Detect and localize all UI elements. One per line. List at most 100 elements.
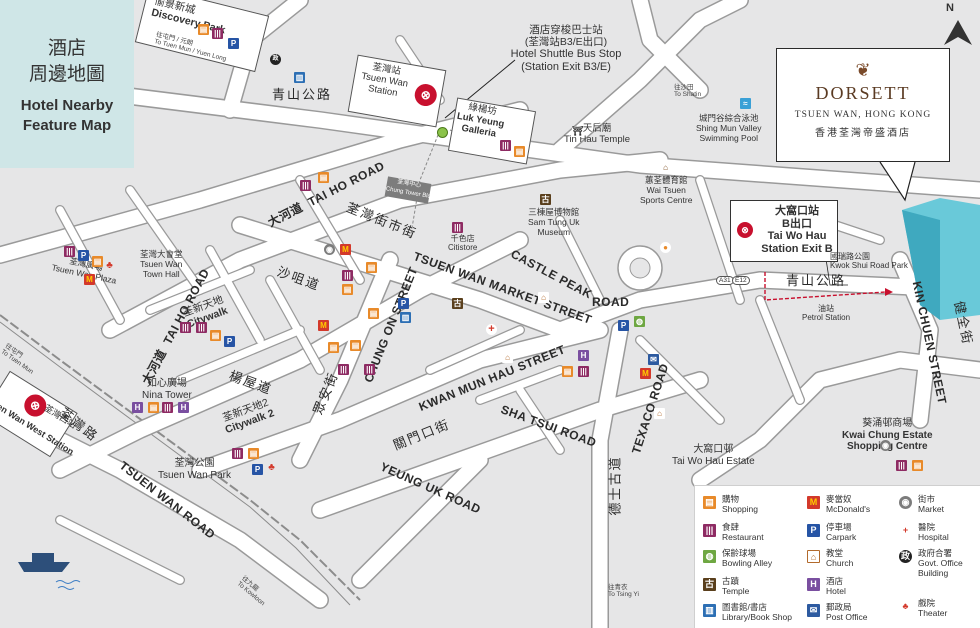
legend-label-en: Library/Book Shop — [722, 612, 792, 622]
direction-to-shatin: 往沙田 To Shatin — [674, 84, 701, 99]
town-hall-label: 荃灣大會堂 Tsuen Wan Town Hall — [140, 249, 183, 279]
theater-icon: ♣ — [268, 462, 275, 473]
legend-label-zh: 戲院 — [918, 598, 936, 608]
hotel-icon: H — [132, 402, 143, 413]
carpark-icon: P — [224, 336, 235, 347]
hospital-icon: + — [899, 524, 912, 537]
twh-estate-en: Tai Wo Hau Estate — [672, 455, 755, 467]
kwai-chung-en1: Kwai Chung Estate — [842, 429, 933, 441]
market-icon: ◉ — [880, 440, 891, 451]
carpark-icon: P — [252, 464, 263, 475]
luk-yeung-text: 綠楊坊 Luk Yeung Galleria — [454, 101, 507, 142]
direction-to-tsing-yi: 往青衣 To Tsing Yi — [608, 584, 639, 599]
mcdonalds-icon: M — [318, 320, 329, 331]
museum-icon: 古 — [540, 194, 551, 205]
shuttle-stop-callout: 酒店穿梭巴士站 (荃灣站B3/E出口) Hotel Shuttle Bus St… — [498, 24, 634, 73]
shuttle-en-line1: Hotel Shuttle Bus Stop — [510, 48, 622, 61]
park-en: Tsuen Wan Park — [158, 469, 231, 481]
wai-tsuen-en2: Sports Centre — [640, 194, 693, 205]
bowling-alley-icon: ◍ — [703, 550, 716, 563]
map-title-box: 酒店 周邊地圖 Hotel Nearby Feature Map — [0, 0, 134, 168]
mcdonalds-icon: M — [640, 368, 651, 379]
legend-label-en: Theater — [918, 608, 948, 618]
park-zh: 荃灣公園 — [174, 458, 215, 469]
shopping-icon: ▤ — [703, 496, 716, 509]
north-arrow-shape — [944, 20, 972, 45]
legend-label-zh: 街市 — [918, 494, 936, 504]
sports-centre-icon: ⌂ — [660, 162, 671, 173]
title-en: Hotel Nearby Feature Map — [0, 96, 134, 136]
temple-icon: 古 — [703, 578, 716, 591]
title-zh: 酒店 周邊地圖 — [0, 36, 134, 88]
kwok-shui-road-park: 國瑞路公園 Kwok Shui Road Park — [830, 252, 908, 270]
shuttle-zh-line2: (荃灣站B3/E出口) — [524, 36, 608, 49]
legend-label-en: Church — [826, 558, 854, 568]
hotel-brand: DORSETT — [815, 83, 911, 103]
mtr-logo-icon: ⊗ — [412, 82, 439, 108]
petrol-zh: 油站 — [818, 304, 835, 313]
to-shatin-zh: 往沙田 — [674, 84, 694, 91]
shing-mun-zh: 城門谷綜合泳池 — [699, 113, 759, 123]
road-label-road: ROAD — [592, 295, 630, 309]
mtr-logo-icon: ⊗ — [737, 222, 753, 238]
shing-mun-en2: Swimming Pool — [699, 132, 759, 143]
restaurant-icon: ||| — [180, 322, 191, 333]
shing-mun-en1: Shing Mun Valley — [696, 122, 762, 133]
shopping-icon: ▤ — [350, 340, 361, 351]
hotel-icon: H — [578, 350, 589, 361]
shopping-icon: ▤ — [514, 146, 525, 157]
sam-tung-en2: Museum — [537, 226, 571, 237]
twh-zh-line2: B出口 — [782, 217, 812, 230]
post-office-icon: ✉ — [807, 604, 820, 617]
tin-hau-en: Tin Hau Temple — [564, 133, 631, 145]
petrol-station-label: 油站 Petrol Station — [802, 304, 850, 322]
wai-tsuen-en: Wai Tsuen — [646, 184, 686, 195]
restaurant-icon: ||| — [300, 180, 311, 191]
wai-tsuen-sports-label: 蕙荃體育館 Wai Tsuen Sports Centre — [640, 175, 693, 205]
library-icon: ▥ — [703, 604, 716, 617]
swimming-pool-icon: ≈ — [740, 98, 751, 109]
shopping-icon: ▤ — [368, 308, 379, 319]
twh-estate-zh: 大窩口邨 — [693, 444, 734, 455]
to-tsing-yi-en: To Tsing Yi — [608, 591, 639, 599]
hotel-logo-box: ❦ DORSETT TSUEN WAN, HONG KONG 香港荃灣帝盛酒店 — [776, 48, 950, 162]
shopping-icon: ▤ — [342, 284, 353, 295]
nina-zh: 如心廣場 — [146, 378, 187, 389]
market-icon: ◉ — [899, 496, 912, 509]
twh-en-line1: Tai Wo Hau — [767, 230, 827, 243]
legend-label-en: Govt. Office Building — [918, 558, 963, 578]
kwok-shui-zh: 國瑞路公園 — [830, 252, 870, 261]
dorsett-emblem-icon: ❦ — [855, 60, 871, 80]
legend-label-zh: 麥當奴 — [826, 494, 852, 504]
mcdonalds-icon: M — [340, 244, 351, 255]
carpark-icon: P — [807, 524, 820, 537]
twh-en-line2: Station Exit B — [761, 242, 833, 255]
hotel-location: TSUEN WAN, HONG KONG — [794, 110, 932, 120]
tin-hau-temple-label: 天后廟 Tin Hau Temple — [564, 123, 631, 146]
shopping-icon: ▤ — [912, 460, 923, 471]
library-icon: ▥ — [294, 72, 305, 83]
legend-label-zh: 酒店 — [826, 576, 844, 586]
restaurant-icon: ||| — [452, 222, 463, 233]
legend-label-en: Hospital — [918, 532, 949, 542]
legend-label-zh: 教堂 — [826, 548, 844, 558]
carpark-icon: P — [78, 250, 89, 261]
tai-wo-hau-estate-label: 大窩口邨 Tai Wo Hau Estate — [672, 444, 755, 467]
legend-label-zh: 古蹟 — [722, 576, 740, 586]
mcdonalds-icon: M — [84, 274, 95, 285]
petrol-en: Petrol Station — [802, 313, 851, 323]
kwok-shui-en: Kwok Shui Road Park — [830, 261, 908, 271]
nina-en: Nina Tower — [142, 389, 192, 401]
citistore-en: Citistore — [448, 243, 478, 253]
tin-hau-zh: 天后廟 — [582, 123, 612, 134]
legend-label-en: Carpark — [826, 532, 857, 542]
restaurant-icon: ||| — [232, 448, 243, 459]
legend-label-en: Restaurant — [722, 532, 764, 542]
restaurant-icon: ||| — [162, 402, 173, 413]
kwai-chung-zh: 葵涌邨商場 — [862, 418, 913, 429]
title-zh-line2: 周邊地圖 — [28, 64, 105, 85]
carpark-icon: P — [398, 298, 409, 309]
legend-label-en: McDonald's — [826, 504, 871, 514]
church-icon: ⌂ — [538, 292, 549, 303]
